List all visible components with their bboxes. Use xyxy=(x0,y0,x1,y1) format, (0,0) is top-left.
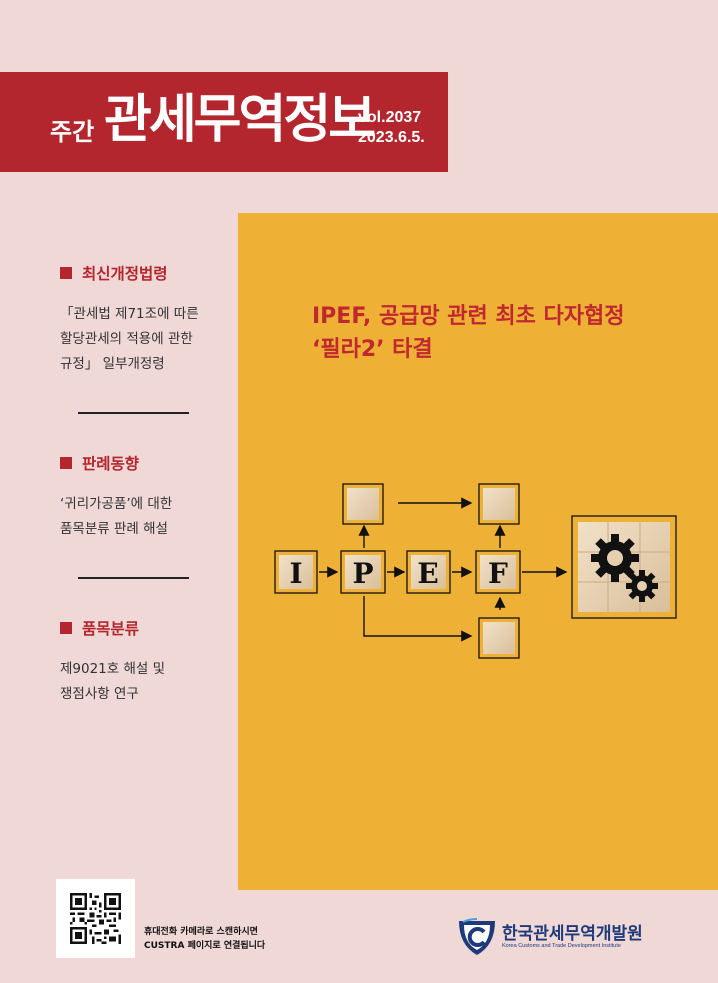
block-letter: F xyxy=(488,557,508,590)
qr-code[interactable] xyxy=(56,879,135,958)
section-heading: 품목분류 xyxy=(82,620,140,638)
gear-icon xyxy=(626,570,658,602)
section-summary: 「관세법 제71조에 따른 할당관세의 적용에 관한 규정」 일부개정령 xyxy=(60,302,230,377)
masthead-title: 관세무역정보 xyxy=(104,90,376,150)
section-summary: ‘귀리가공품’에 대한 품목분류 판례 해설 xyxy=(60,492,230,542)
section-latest-laws[interactable]: 최신개정법령 「관세법 제71조에 따른 할당관세의 적용에 관한 규정」 일부… xyxy=(60,262,230,377)
summary-line: 품목분류 판례 해설 xyxy=(60,521,168,537)
block-letter: I xyxy=(289,557,302,590)
summary-line: 제9021호 해설 및 xyxy=(60,661,166,677)
ipef-block-diagram: I P E F xyxy=(274,483,677,659)
cover-headline: IPEF, 공급망 관련 최초 다자협정 ‘필라2’ 타결 xyxy=(312,300,624,366)
publisher-name: 한국관세무역개발원 xyxy=(502,924,643,944)
section-summary: 제9021호 해설 및 쟁점사항 연구 xyxy=(60,657,230,707)
summary-line: 할당관세의 적용에 관한 xyxy=(60,331,193,347)
qr-caption: 휴대전화 카메라로 스캔하시면 CUSTRA 페이지로 연결됩니다 xyxy=(144,925,265,953)
diagram-connectors xyxy=(319,497,568,642)
publisher-english-name: Korea Customs and Trade Development Inst… xyxy=(502,943,621,949)
summary-line: ‘귀리가공품’에 대한 xyxy=(60,496,173,512)
summary-line: 쟁점사항 연구 xyxy=(60,686,139,702)
letter-block: P xyxy=(340,550,386,594)
divider xyxy=(78,577,189,579)
volume-number: vol.2037 xyxy=(358,109,422,126)
letter-block: I xyxy=(274,550,318,594)
square-bullet-icon xyxy=(60,267,72,279)
issue-date: 2023.6.5. xyxy=(358,129,425,146)
block-letter: P xyxy=(352,557,373,590)
letter-blocks: I P E F xyxy=(274,550,521,594)
summary-line: 규정」 일부개정령 xyxy=(60,356,165,372)
masthead: 주간 관세무역정보 vol.2037 2023.6.5. xyxy=(0,72,448,172)
gear-block xyxy=(571,515,677,619)
qr-code-icon xyxy=(70,893,121,944)
qr-caption-line: CUSTRA 페이지로 연결됩니다 xyxy=(144,941,266,951)
section-heading: 최신개정법령 xyxy=(82,265,168,283)
blank-blocks xyxy=(342,483,520,659)
divider xyxy=(78,412,189,414)
section-heading: 판례동향 xyxy=(82,455,140,473)
letter-block: E xyxy=(406,550,451,594)
square-bullet-icon xyxy=(60,622,72,634)
square-bullet-icon xyxy=(60,457,72,469)
summary-line: 「관세법 제71조에 따른 xyxy=(60,306,199,322)
gear-icon xyxy=(591,534,639,582)
section-classification[interactable]: 품목분류 제9021호 해설 및 쟁점사항 연구 xyxy=(60,617,230,707)
section-case-trends[interactable]: 판례동향 ‘귀리가공품’에 대한 품목분류 판례 해설 xyxy=(60,452,230,542)
issue-info: vol.2037 2023.6.5. xyxy=(358,108,425,148)
headline-line: ‘필라2’ 타결 xyxy=(312,337,433,362)
headline-line: IPEF, 공급망 관련 최초 다자협정 xyxy=(312,304,625,329)
letter-block: F xyxy=(475,550,521,594)
qr-caption-line: 휴대전화 카메라로 스캔하시면 xyxy=(144,927,258,937)
masthead-prefix: 주간 xyxy=(50,118,95,146)
contents-sidebar: 최신개정법령 「관세법 제71조에 따른 할당관세의 적용에 관한 규정」 일부… xyxy=(60,262,230,707)
kctdi-logo-icon xyxy=(459,918,495,955)
block-letter: E xyxy=(417,557,438,590)
